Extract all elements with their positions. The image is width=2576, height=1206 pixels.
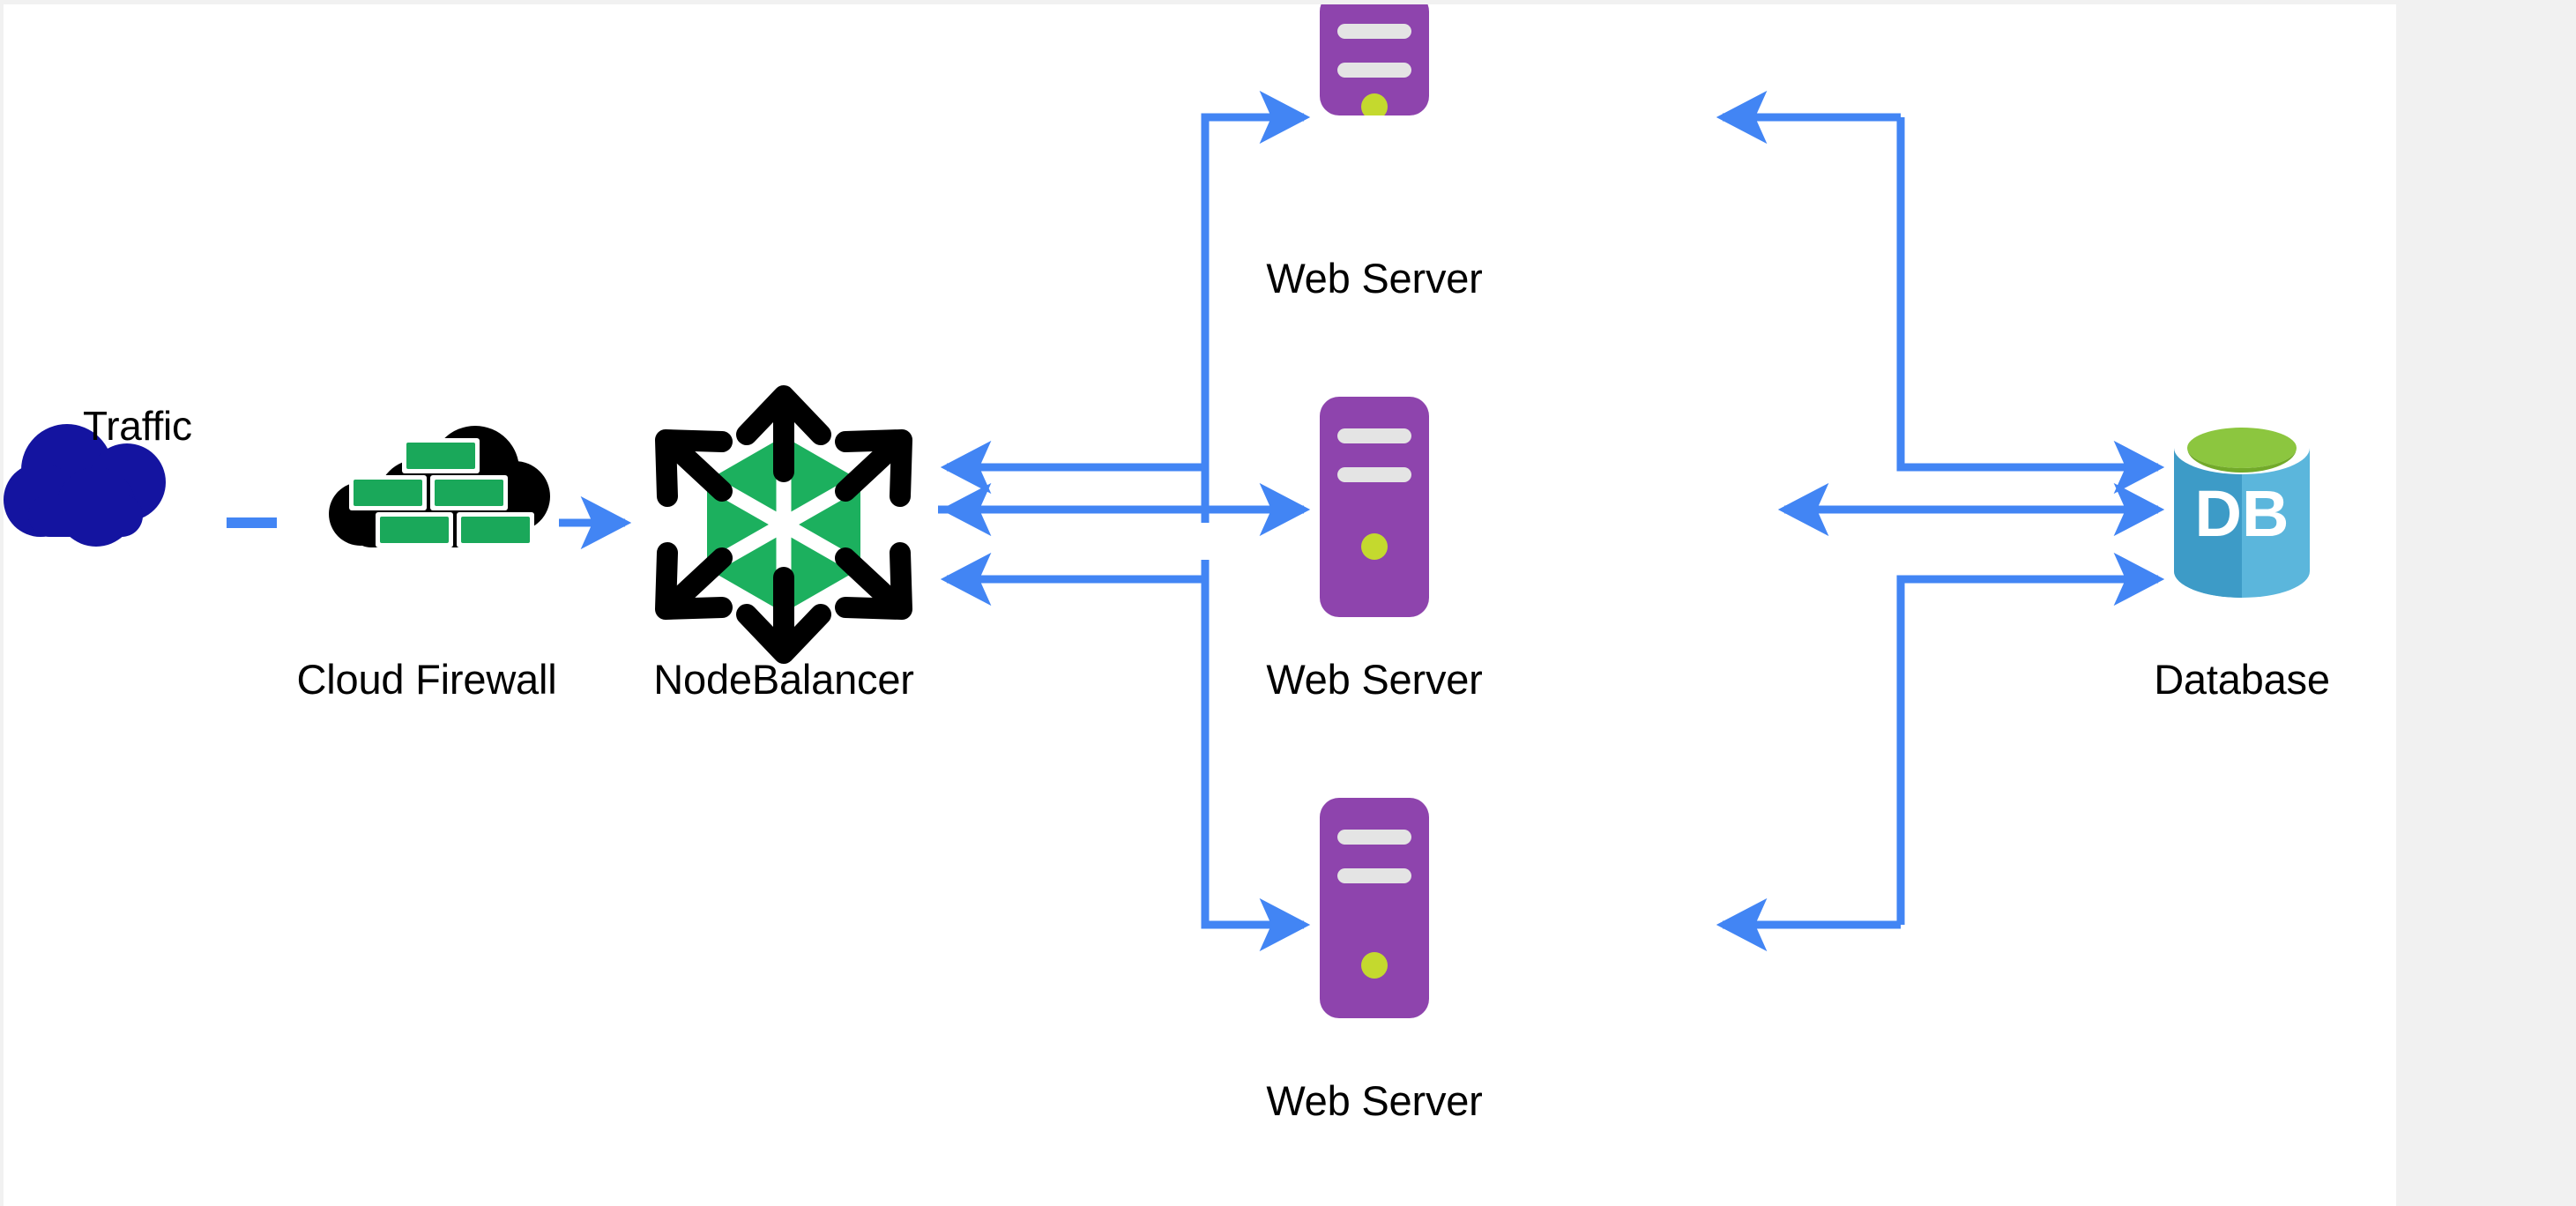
- connector-layer: nodebalancer -->: [227, 90, 2165, 952]
- node-nodebalancer[interactable]: [625, 357, 942, 692]
- database-badge-text: DB: [2195, 477, 2289, 550]
- traffic-label: Traffic: [83, 403, 192, 449]
- connector-nb-to-webserver-bottom: [1201, 560, 1311, 952]
- node-cloud-firewall[interactable]: [294, 419, 559, 569]
- database-icon: DB: [2174, 421, 2310, 598]
- cloud-icon: [4, 424, 166, 547]
- node-database[interactable]: DB: [2158, 413, 2326, 607]
- web-server-middle-label: Web Server: [1266, 656, 1483, 703]
- connector-webserver-bottom-to-database: [1896, 552, 2165, 925]
- node-web-server-bottom[interactable]: [1304, 798, 1445, 1018]
- server-icon: [1320, 397, 1429, 617]
- nodebalancer-label: NodeBalancer: [653, 656, 914, 703]
- connector-nb-to-webserver-top: [1201, 90, 1311, 523]
- nodebalancer-icon: [655, 385, 912, 664]
- server-icon: [1320, 4, 1429, 115]
- node-traffic-cloud[interactable]: [4, 419, 224, 560]
- node-web-server-top[interactable]: [1304, 4, 1445, 115]
- diagram-canvas: nodebalancer -->: [4, 4, 2396, 1206]
- firewall-icon: [329, 426, 550, 547]
- node-web-server-middle[interactable]: [1304, 397, 1445, 617]
- database-label: Database: [2154, 656, 2330, 703]
- web-server-top-label: Web Server: [1266, 255, 1483, 302]
- server-icon: [1320, 798, 1429, 1018]
- connector-webserver-top-to-database: [1896, 117, 2165, 495]
- web-server-bottom-label: Web Server: [1266, 1077, 1483, 1124]
- cloud-firewall-label: Cloud Firewall: [296, 656, 557, 703]
